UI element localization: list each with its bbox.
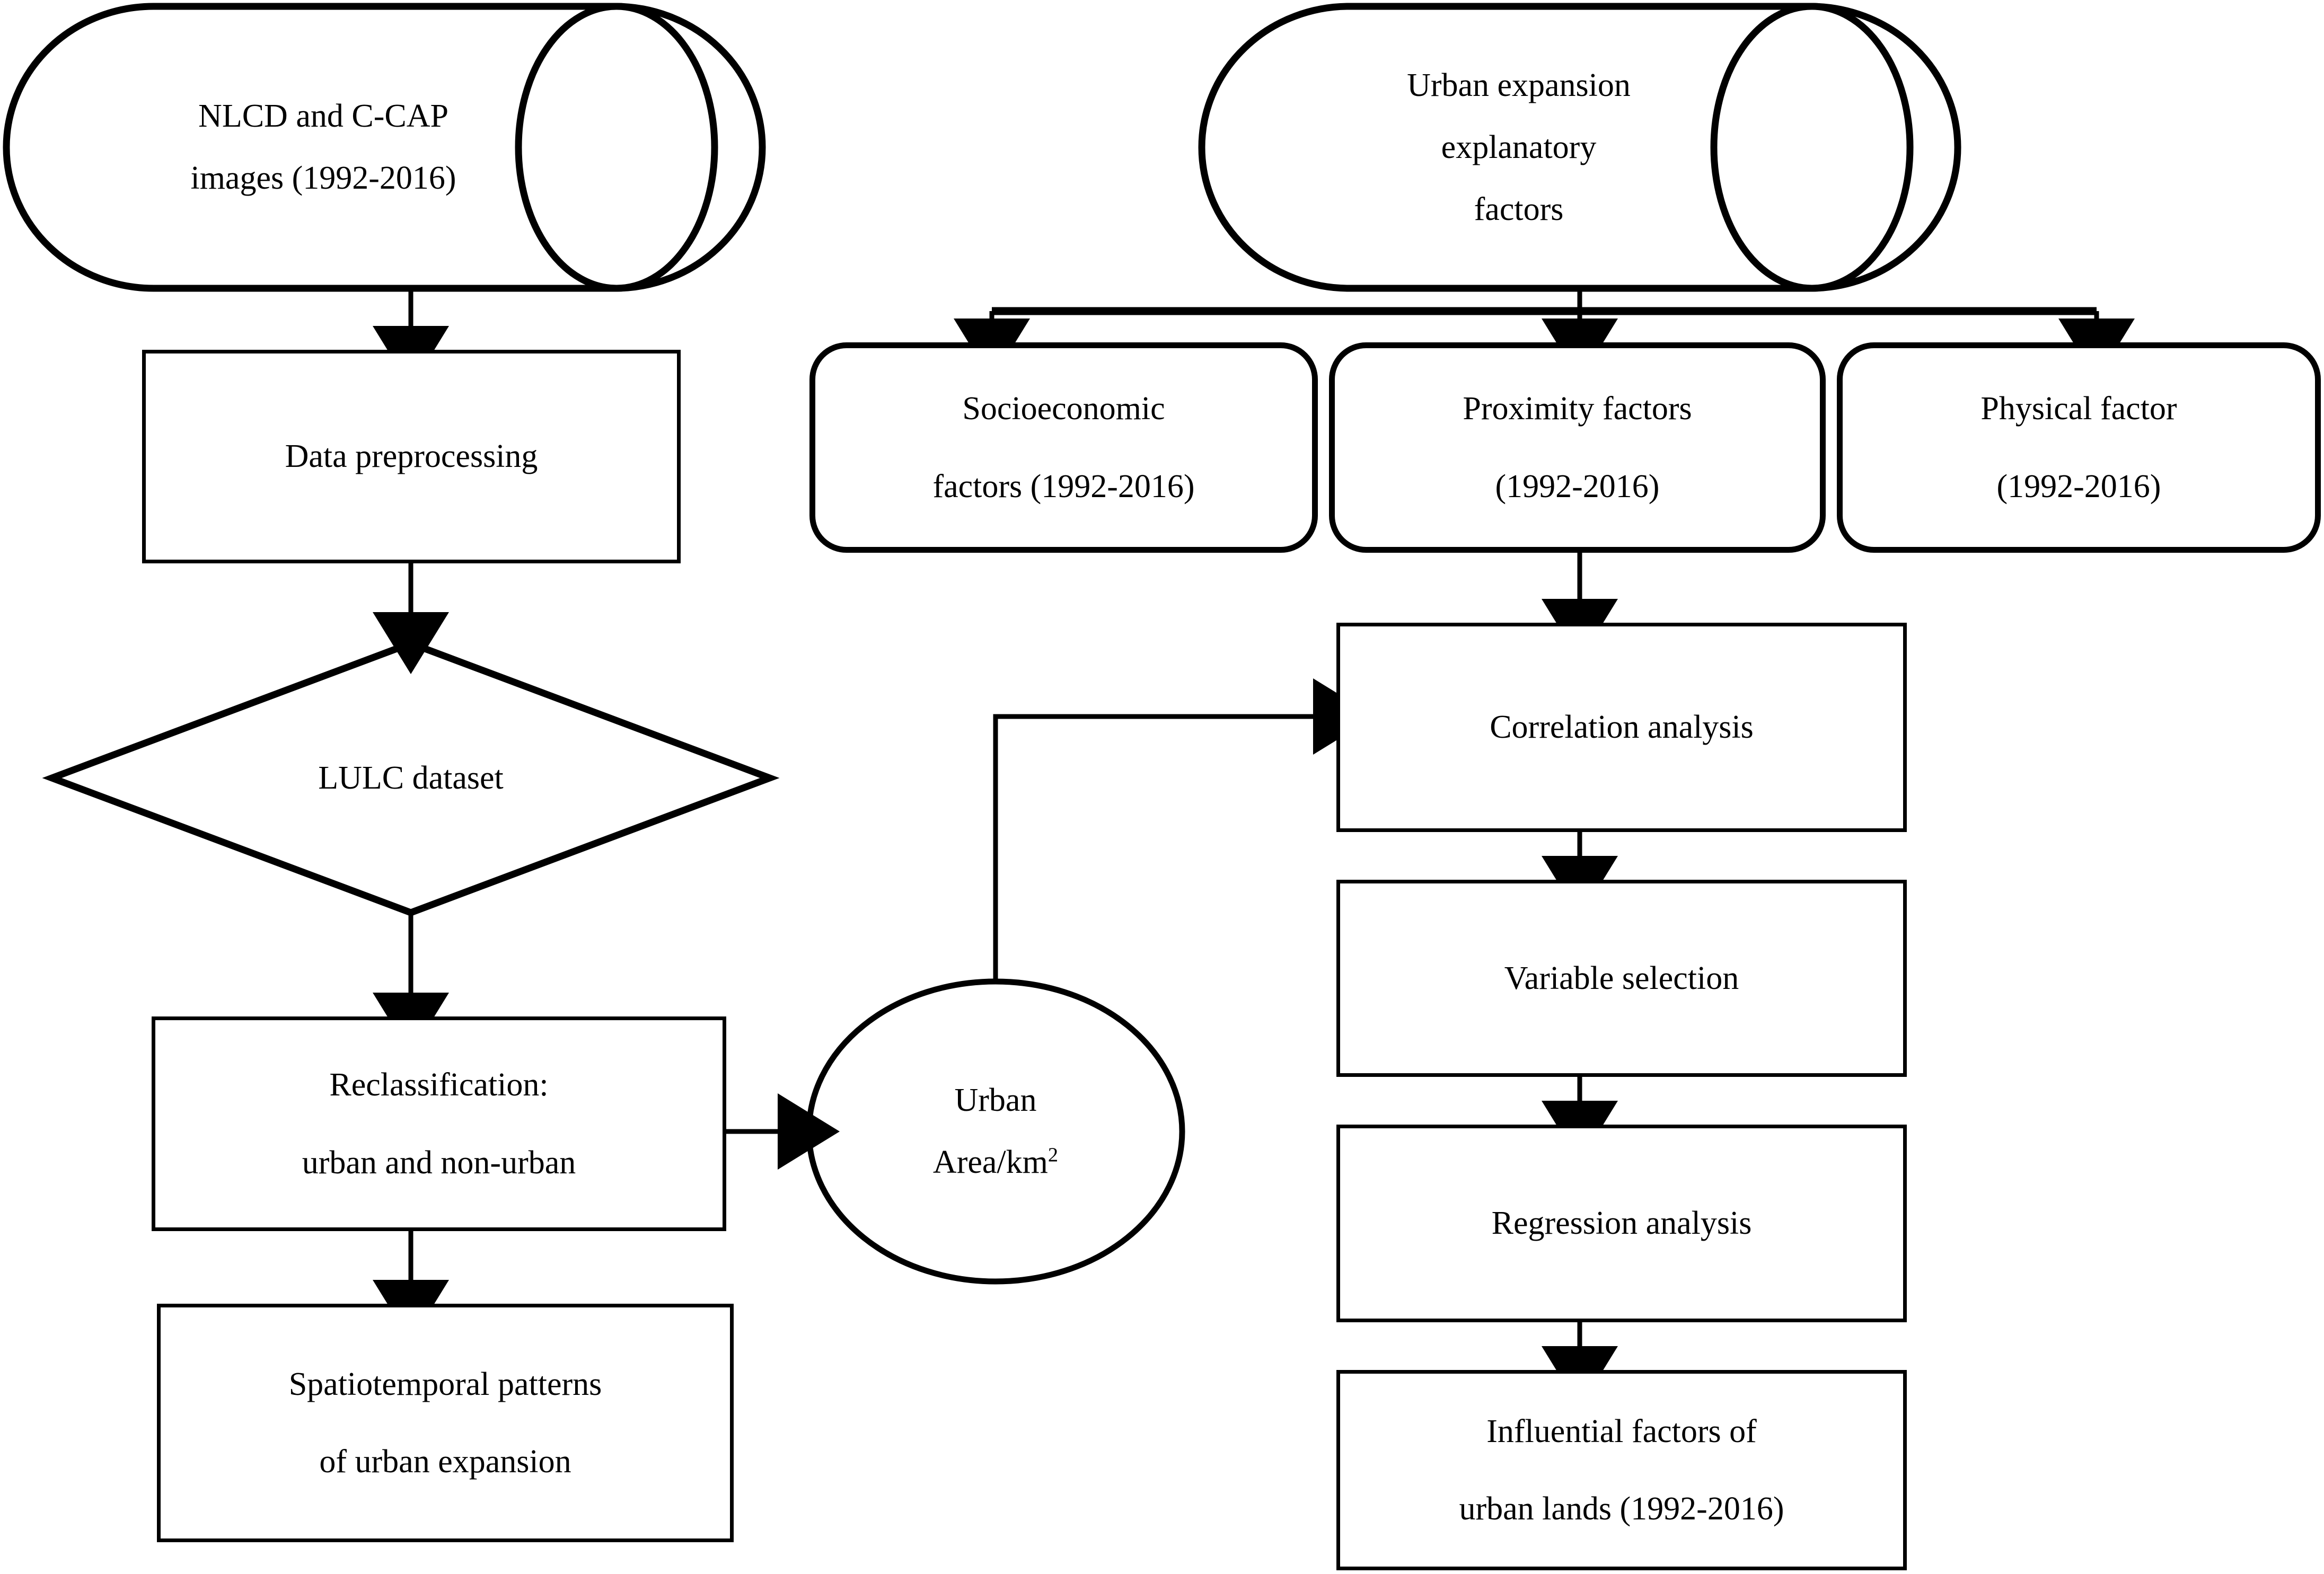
correlation-line1: Correlation analysis (1490, 709, 1754, 746)
urban-area-label-group: Urban Area/km2 (809, 981, 1182, 1281)
explanatory-source-line3: factors (1474, 191, 1564, 227)
socioeconomic-line1: Socioeconomic (962, 391, 1165, 427)
node-proximity-factors[interactable]: Proximity factors (1992-2016) (1329, 342, 1826, 553)
reclassification-line1: Reclassification: (329, 1067, 549, 1103)
explanatory-source-line2: explanatory (1441, 129, 1597, 165)
node-reclassification[interactable]: Reclassification: urban and non-urban (152, 1016, 726, 1231)
socioeconomic-line2: factors (1992-2016) (932, 468, 1195, 505)
proximity-line1: Proximity factors (1463, 391, 1692, 427)
nlcd-source-line2: images (1992-2016) (190, 160, 456, 196)
reclassification-line2: urban and non-urban (302, 1144, 576, 1181)
urban-area-line2: Area/km2 (933, 1144, 1058, 1181)
arrow-urban-area-to-correlation (993, 678, 1375, 981)
explanatory-source-line1: Urban expansion (1407, 67, 1631, 103)
physical-line2: (1992-2016) (1996, 468, 2161, 505)
explanatory-source-label-group: Urban expansion explanatory factors (1227, 6, 1810, 288)
influential-line2: urban lands (1992-2016) (1459, 1491, 1784, 1527)
nlcd-source-line1: NLCD and C-CAP (198, 98, 448, 134)
lulc-dataset-label-group: LULC dataset (52, 643, 770, 913)
node-variable-selection[interactable]: Variable selection (1336, 880, 1907, 1077)
node-socioeconomic-factors[interactable]: Socioeconomic factors (1992-2016) (809, 342, 1318, 553)
node-physical-factor[interactable]: Physical factor (1992-2016) (1837, 342, 2321, 553)
regression-line1: Regression analysis (1491, 1205, 1752, 1242)
data-preprocessing-line1: Data preprocessing (285, 438, 538, 475)
spatiotemporal-line2: of urban expansion (319, 1444, 571, 1480)
proximity-line2: (1992-2016) (1495, 468, 1660, 505)
lulc-dataset-line1: LULC dataset (318, 759, 504, 796)
node-correlation-analysis[interactable]: Correlation analysis (1336, 623, 1907, 832)
node-data-preprocessing[interactable]: Data preprocessing (142, 350, 681, 563)
physical-line1: Physical factor (1980, 391, 2177, 427)
urban-area-line1: Urban (954, 1082, 1037, 1118)
urban-area-line2-text: Area/km (932, 1144, 1048, 1180)
node-influential-factors[interactable]: Influential factors of urban lands (1992… (1336, 1370, 1907, 1570)
influential-line1: Influential factors of (1486, 1413, 1757, 1449)
spatiotemporal-line1: Spatiotemporal patterns (288, 1366, 602, 1402)
node-spatiotemporal-patterns[interactable]: Spatiotemporal patterns of urban expansi… (157, 1304, 734, 1542)
node-regression-analysis[interactable]: Regression analysis (1336, 1125, 1907, 1322)
urban-area-superscript: 2 (1047, 1144, 1059, 1166)
nlcd-source-label-group: NLCD and C-CAP images (1992-2016) (32, 6, 615, 288)
variable-selection-line1: Variable selection (1504, 960, 1739, 996)
